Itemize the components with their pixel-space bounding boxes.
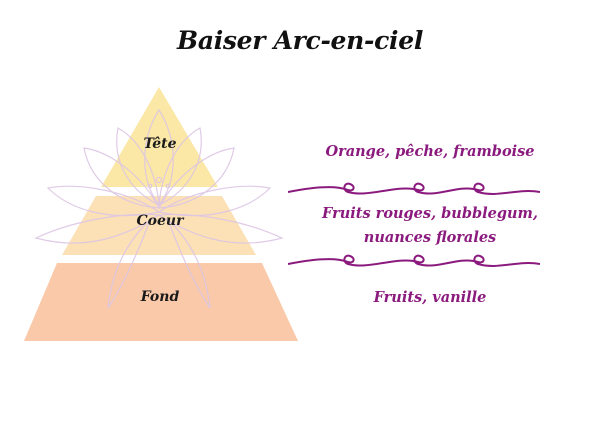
ornamental-divider-2 [288,254,540,267]
pyramid-tier-middle [62,196,256,255]
lotus-flower-icon [34,108,284,309]
tier-label-base: Fond [140,289,180,305]
tier-label-top: Tête [143,136,177,152]
tier-label-middle: Coeur [136,213,184,229]
notes-base: Fruits, vanille [373,289,487,306]
pyramid-tier-base [24,263,298,341]
notes-middle-line2: nuances florales [363,229,497,246]
notes-top: Orange, pêche, framboise [325,143,535,160]
ornamental-divider-1 [288,182,540,195]
notes-middle-line1: Fruits rouges, bubblegum, [322,205,538,222]
page-title: Baiser Arc-en-ciel [176,26,424,55]
pyramid-tier-top [101,87,218,187]
